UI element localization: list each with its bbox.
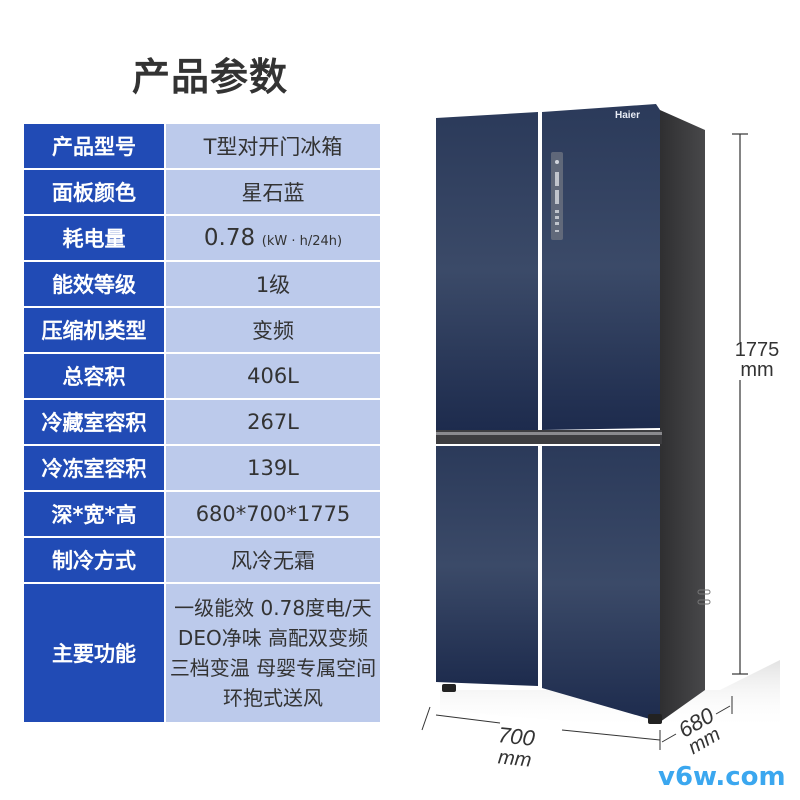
spec-label: 产品型号 [24, 124, 166, 170]
spec-label: 压缩机类型 [24, 307, 166, 354]
table-row: 制冷方式 风冷无霜 [24, 537, 380, 584]
table-row: 压缩机类型 变频 [24, 307, 380, 354]
fridge-door-top-left [436, 112, 538, 430]
spec-label: 主要功能 [24, 583, 166, 724]
fridge-door-bottom-right [542, 446, 660, 722]
spec-label: 面板颜色 [24, 169, 166, 216]
watermark: v6w.com [658, 762, 786, 792]
fridge-door-top-right [542, 104, 660, 430]
feature-line: 一级能效 0.78度电/天 [174, 596, 372, 620]
table-row: 耗电量 0.78 (kW · h/24h) [24, 215, 380, 262]
spec-label: 冷藏室容积 [24, 399, 166, 446]
spec-table: 产品型号 T型对开门冰箱 面板颜色 星石蓝 耗电量 0.78 (kW · h/2… [24, 124, 380, 724]
table-row: 能效等级 1级 [24, 261, 380, 308]
spec-label: 深*宽*高 [24, 491, 166, 538]
table-row: 产品型号 T型对开门冰箱 [24, 124, 380, 170]
spec-value: 1级 [165, 261, 380, 308]
power-value: 0.78 [203, 225, 256, 251]
spec-label: 冷冻室容积 [24, 445, 166, 492]
feature-line: 三档变温 母婴专属空间 [169, 656, 377, 680]
table-row: 主要功能 一级能效 0.78度电/天 DEO净味 高配双变频 三档变温 母婴专属… [24, 583, 380, 724]
feature-line: DEO净味 高配双变频 [177, 626, 369, 650]
fridge-door-bottom-left [436, 446, 538, 686]
brand-logo: Haier [615, 110, 641, 121]
fridge-side-panel [660, 110, 705, 722]
table-row: 面板颜色 星石蓝 [24, 169, 380, 216]
spec-value: 变频 [165, 307, 380, 354]
height-unit: mm [740, 359, 774, 381]
spec-value: 267L [165, 399, 380, 446]
table-row: 冷藏室容积 267L [24, 399, 380, 446]
spec-value: T型对开门冰箱 [165, 124, 380, 170]
table-row: 总容积 406L [24, 353, 380, 400]
spec-value: 风冷无霜 [165, 537, 380, 584]
feature-line: 环抱式送风 [223, 686, 323, 710]
width-unit: mm [496, 746, 533, 772]
spec-value: 139L [165, 445, 380, 492]
height-dimension-label: 1775 mm [729, 340, 785, 380]
page-title: 产品参数 [132, 55, 289, 99]
spec-value: 406L [165, 353, 380, 400]
height-value: 1775 [734, 339, 780, 361]
spec-label: 总容积 [24, 353, 166, 400]
spec-value: 0.78 (kW · h/24h) [165, 215, 380, 262]
refrigerator-illustration [421, 104, 780, 750]
spec-value: 星石蓝 [165, 169, 380, 216]
spec-value-features: 一级能效 0.78度电/天 DEO净味 高配双变频 三档变温 母婴专属空间 环抱… [165, 583, 380, 724]
power-unit: (kW · h/24h) [261, 234, 343, 249]
spec-label: 耗电量 [24, 215, 166, 262]
table-row: 冷冻室容积 139L [24, 445, 380, 492]
spec-label: 制冷方式 [24, 537, 166, 584]
spec-value: 680*700*1775 [165, 491, 380, 538]
product-image: Haier 1775 mm 700 mm 680 mm [420, 90, 800, 800]
table-row: 深*宽*高 680*700*1775 [24, 491, 380, 538]
spec-label: 能效等级 [24, 261, 166, 308]
